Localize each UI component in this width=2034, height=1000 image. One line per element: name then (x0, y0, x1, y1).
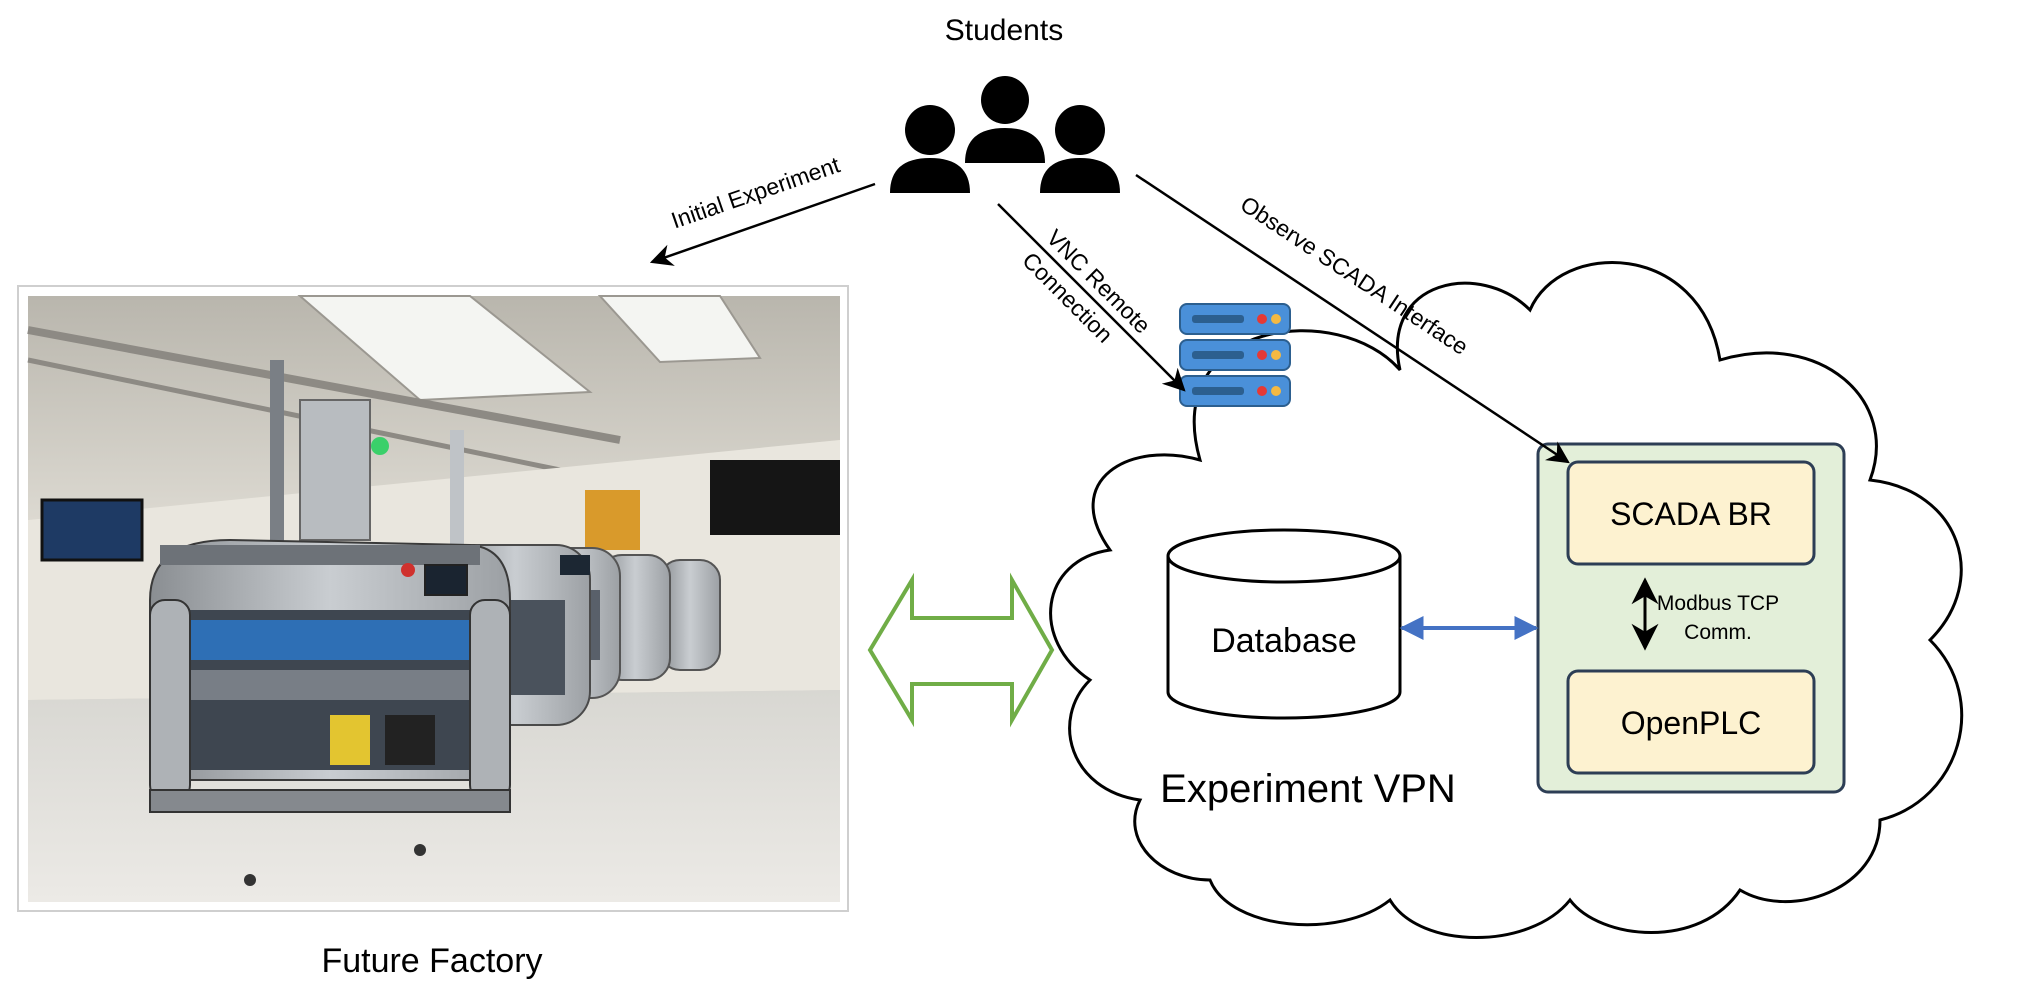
experiment-vpn-label: Experiment VPN (1160, 767, 1456, 811)
initial-experiment-label: Initial Experiment (668, 151, 844, 233)
students-label: Students (945, 14, 1063, 47)
scada-box (1566, 460, 1816, 566)
modbus-label-line2: Comm. (1684, 621, 1752, 644)
initial-experiment-arrow (649, 182, 876, 266)
double-headed-hollow-arrow-icon (867, 572, 1055, 728)
modbus-label-line1: Modbus TCP (1657, 592, 1779, 615)
factory-floor-photo (17, 285, 849, 912)
vnc-connection-arrow (997, 203, 1186, 392)
openplc-label: OpenPLC (1621, 705, 1762, 741)
observe-scada-arrow (1135, 173, 1570, 464)
database-label: Database (1211, 622, 1357, 660)
users-group-icon (890, 76, 1120, 193)
future-factory-label: Future Factory (321, 942, 542, 980)
scada-label: SCADA BR (1610, 496, 1772, 532)
database-cylinder (1166, 528, 1402, 720)
openplc-box (1566, 669, 1816, 775)
server-stack-icon (1179, 303, 1291, 407)
workstation-front (149, 360, 511, 886)
